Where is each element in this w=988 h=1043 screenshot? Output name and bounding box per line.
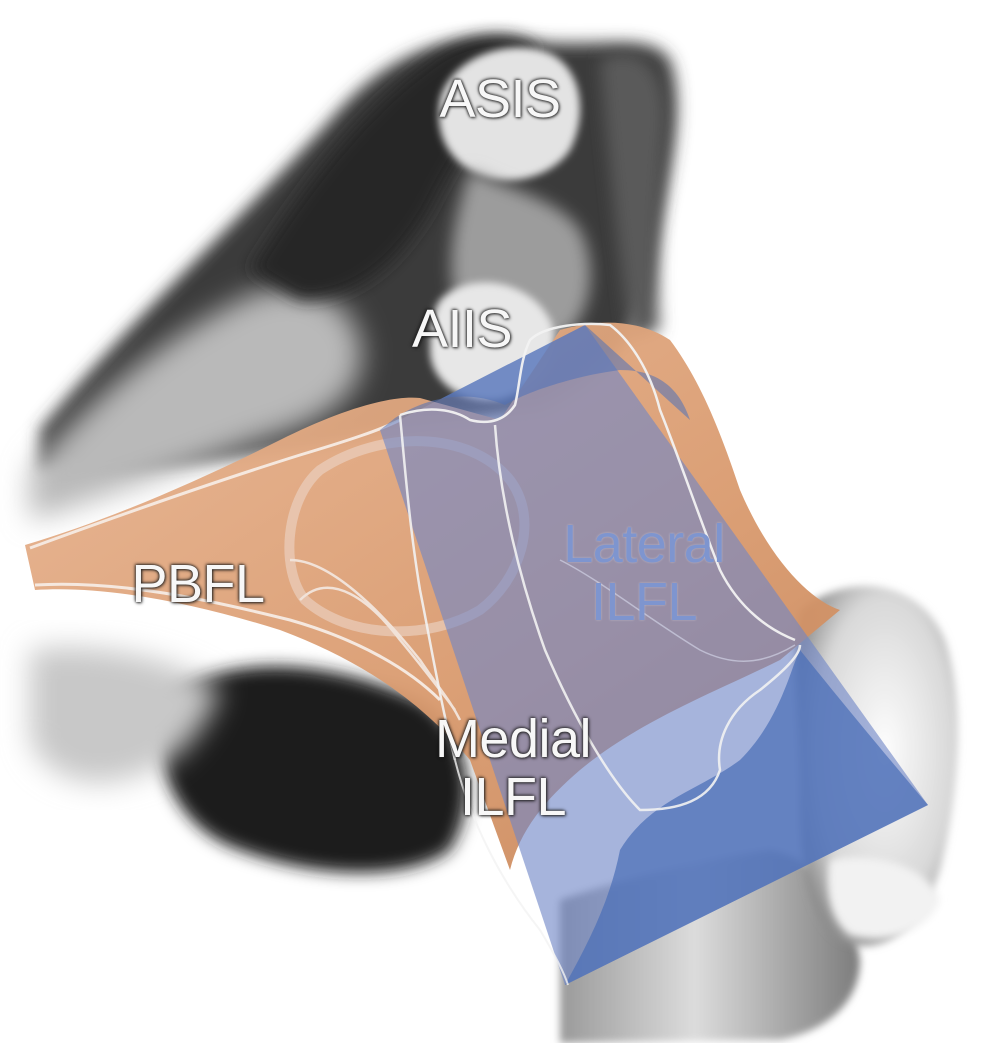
aiis-label: AIIS (400, 300, 524, 358)
pbfl-label: PBFL (120, 555, 276, 613)
lateral-ilfl-label: Lateral ILFL (548, 515, 740, 631)
medial-ilfl-label: Medial ILFL (418, 710, 608, 826)
asis-label: ASIS (430, 70, 570, 128)
